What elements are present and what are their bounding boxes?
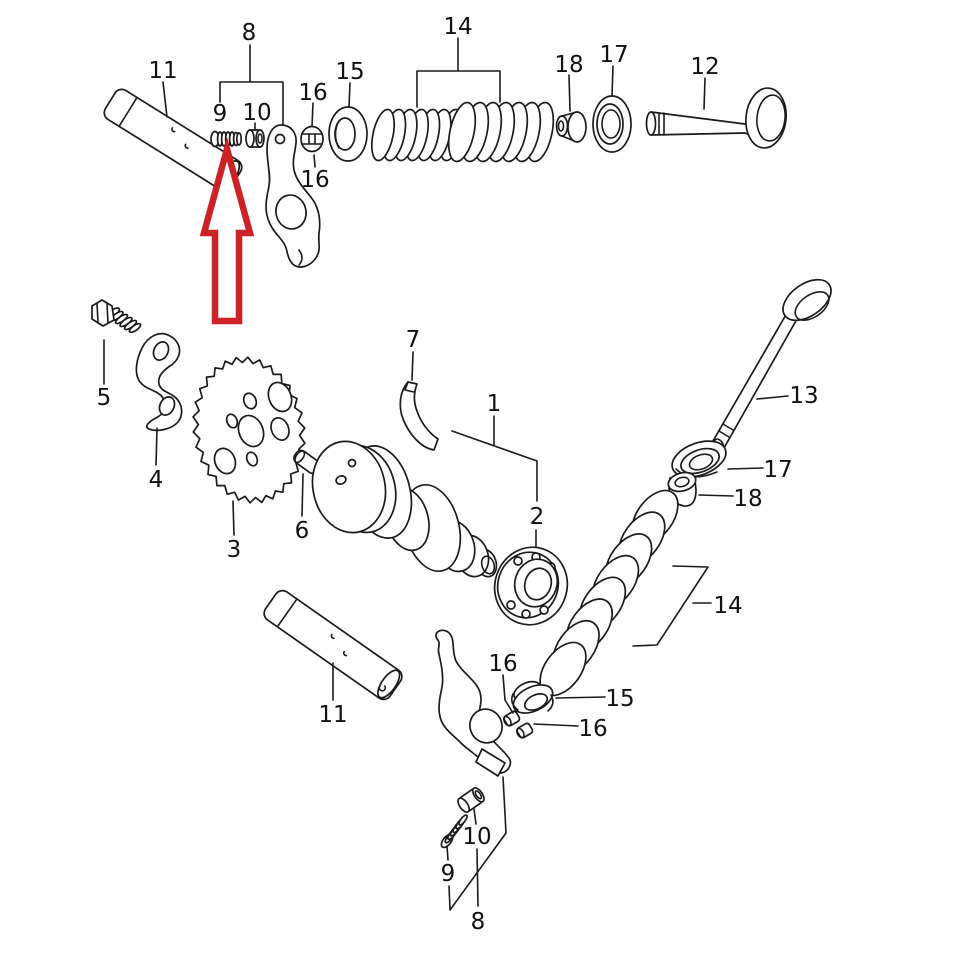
cam-chain-guide-part-7 [399,381,439,451]
camshaft-part-1 [311,440,498,578]
rocker-shaft-bottom-part-11 [263,589,403,701]
part-label-17-top: 17 [599,42,628,68]
tappet-screw-top-part-9 [210,130,243,148]
part-label-18-right: 18 [733,486,762,512]
part-label-17-right: 17 [763,457,792,483]
valve-keeper-bottom-part-16 [503,710,534,739]
tappet-screw-bottom-part-9 [440,814,468,849]
part-label-9-bottom: 9 [441,861,456,887]
part-label-6: 6 [295,518,310,544]
part-label-16-top-upper: 16 [298,80,327,106]
valve-spring-outer-top-part-14 [370,108,464,162]
spring-retainer-bottom-part-15 [511,680,554,714]
part-label-18-top: 18 [554,52,583,78]
bolt-part-5 [91,299,142,334]
valve-part-13 [712,278,832,452]
part-label-8-bottom: 8 [471,909,486,935]
valve-part-12 [645,87,787,149]
lock-nut-bottom-part-10 [457,787,485,813]
valve-spring-inner-top-part-14 [447,101,555,163]
part-label-12: 12 [690,54,719,80]
part-label-15-bottom: 15 [605,686,634,712]
part-label-10-top: 10 [242,100,271,126]
stopper-plate-part-4 [135,332,183,432]
part-label-16-bottom-left: 16 [488,651,517,677]
part-label-13: 13 [789,383,818,409]
part-label-3: 3 [227,537,242,563]
part-label-7: 7 [406,327,421,353]
cam-sprocket-part-3 [192,356,306,504]
valve-stem-seal-top-part-18 [555,111,587,143]
part-label-2: 2 [530,504,545,530]
part-label-15-top: 15 [335,59,364,85]
part-label-5: 5 [97,385,112,411]
part-label-4: 4 [149,467,164,493]
callout-labels: 11 8 9 10 16 16 15 14 18 17 12 5 4 3 6 7… [97,14,819,935]
valve-spring-seat-top-part-17 [592,95,632,153]
part-label-1: 1 [487,391,502,417]
part-label-8-top: 8 [242,20,257,46]
rocker-arm-top [265,124,321,268]
part-label-14-bottom: 14 [713,593,742,619]
part-label-16-top-lower: 16 [300,167,329,193]
spring-seat-top-part-15 [328,106,368,162]
valve-spring-bottom-part-14 [539,489,679,697]
part-label-11-top: 11 [148,58,177,84]
valve-keeper-top-part-16 [300,125,324,153]
part-label-11-bottom: 11 [318,702,347,728]
part-label-9-top: 9 [213,101,228,127]
part-label-10-bottom: 10 [462,824,491,850]
leader-lines [103,37,789,911]
red-highlight-arrow [199,136,255,325]
part-label-14-top: 14 [443,14,472,40]
part-label-16-bottom-right: 16 [578,716,607,742]
lock-nut-top-part-10 [245,129,265,148]
rocker-arm-bottom [435,629,512,777]
ball-bearing-part-2 [493,546,569,626]
